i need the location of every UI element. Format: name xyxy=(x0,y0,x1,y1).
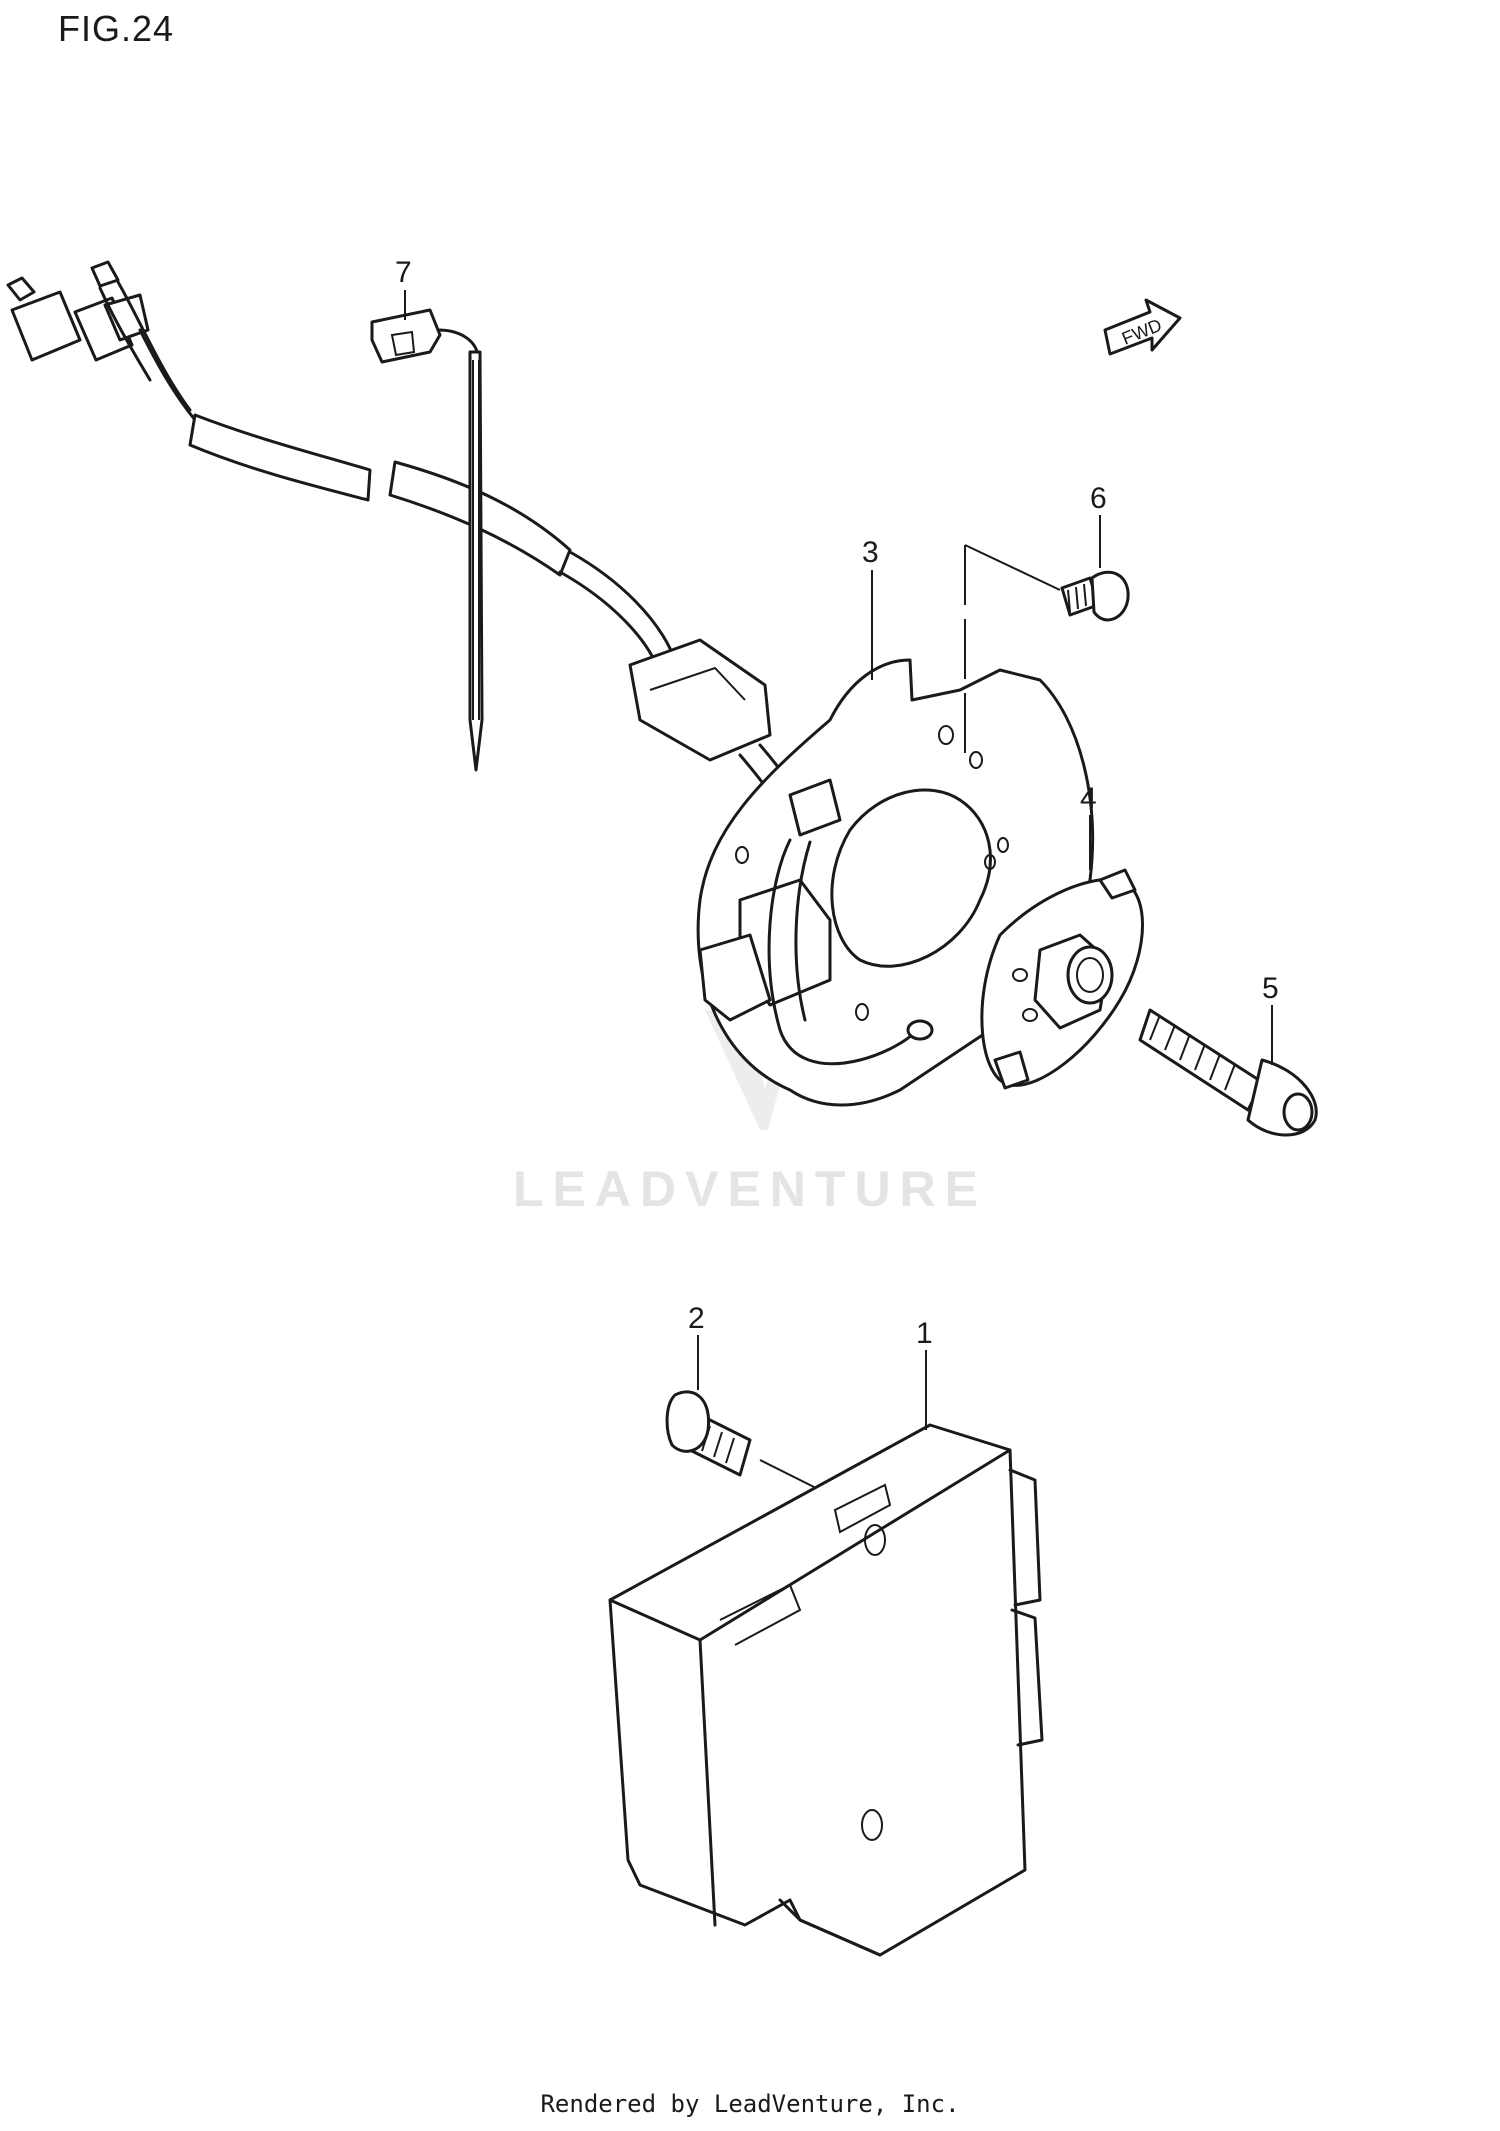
footer-credit: Rendered by LeadVenture, Inc. xyxy=(540,2090,960,2118)
watermark-text: LEADVENTURE xyxy=(512,1161,988,1217)
callout-1: 1 xyxy=(916,1317,933,1350)
figure-title: FIG.24 xyxy=(58,8,175,49)
bolt-part-5 xyxy=(1138,1008,1318,1137)
callout-6: 6 xyxy=(1090,482,1107,515)
screw-part-2 xyxy=(665,1390,821,1491)
callout-labels: 7 3 6 4 5 2 1 xyxy=(395,256,1279,1350)
callout-7: 7 xyxy=(395,256,412,289)
fwd-arrow-icon: FWD xyxy=(1103,298,1182,356)
rotor-part-4 xyxy=(980,868,1144,1090)
cable-tie-part-7 xyxy=(370,308,484,772)
screw-part-6 xyxy=(964,544,1130,760)
leader-lines xyxy=(404,290,1273,1430)
callout-3: 3 xyxy=(862,536,879,569)
callout-5: 5 xyxy=(1262,972,1279,1005)
callout-4: 4 xyxy=(1080,782,1097,815)
control-unit-part-1 xyxy=(608,1423,1044,1957)
callout-2: 2 xyxy=(688,1302,705,1335)
